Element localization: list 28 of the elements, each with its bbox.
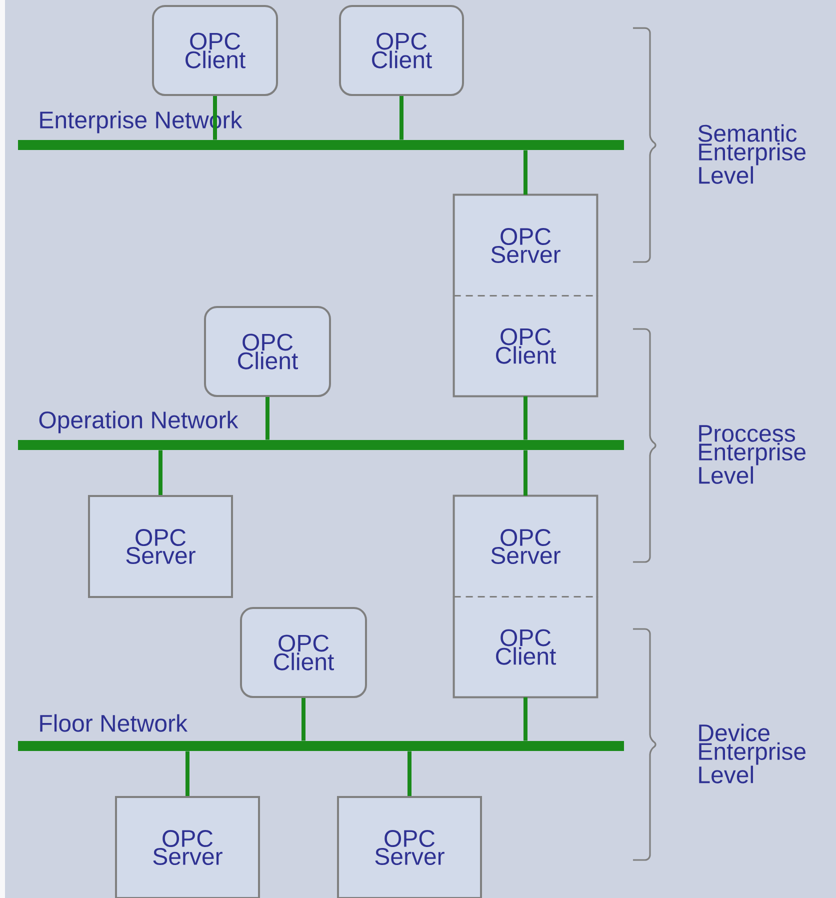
connector-line (158, 450, 162, 495)
level-label: Semantic Enterprise Level (698, 124, 806, 184)
process-box: OPC Client (240, 607, 367, 698)
connector-line (524, 150, 528, 195)
process-box: OPC Server (337, 796, 482, 898)
process-box: OPC Client (339, 5, 464, 96)
connector-line (524, 450, 528, 496)
network-bus: Operation Network (18, 410, 624, 450)
level-label: Device Enterprise Level (699, 724, 806, 784)
connector-line (400, 96, 404, 140)
network-bus: Floor Network (18, 714, 624, 751)
connector-line (524, 396, 528, 440)
process-box: OPC Client (452, 295, 598, 398)
process-box: OPC Server (452, 194, 598, 296)
process-box: OPC Client (204, 306, 331, 397)
process-box: OPC Client (452, 596, 598, 698)
connector-line (186, 751, 190, 796)
process-box: OPC Server (115, 796, 260, 898)
connector-line (302, 698, 306, 741)
connector-line (266, 397, 270, 440)
connector-line (524, 697, 528, 741)
node-label: Operation Network (39, 410, 238, 434)
process-box: OPC Server (452, 494, 598, 598)
node-label: Floor Network (40, 714, 188, 732)
process-box: OPC Client (152, 5, 278, 96)
process-box: OPC Server (88, 495, 233, 598)
level-label: Proccess Enterprise Level (699, 425, 806, 484)
connector-line (408, 751, 412, 796)
